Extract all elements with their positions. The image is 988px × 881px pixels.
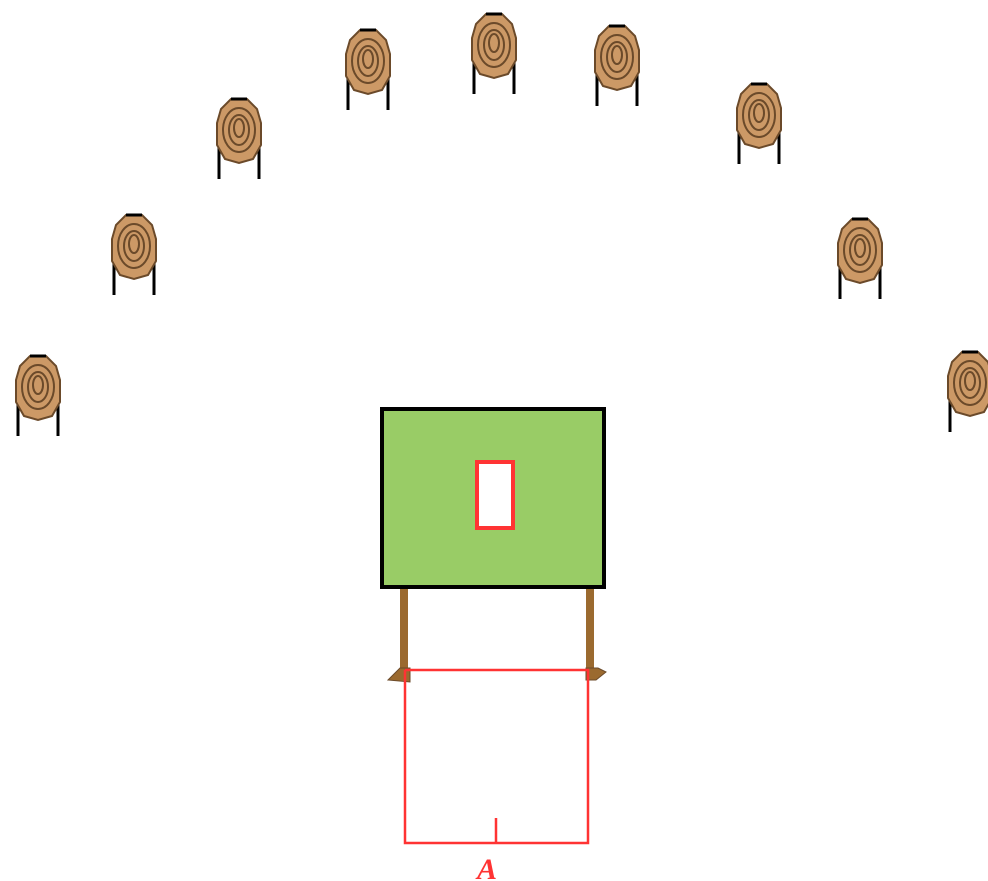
steel-target-9: [948, 352, 988, 432]
steel-target-5: [472, 14, 516, 94]
barricade-leg-left: [400, 588, 408, 672]
barricade-leg-right: [586, 588, 594, 672]
shooting-box: A: [405, 670, 588, 881]
shooting-box-outline: [405, 670, 588, 843]
steel-target-6: [595, 26, 639, 106]
steel-target-2: [112, 215, 156, 295]
steel-target-4: [346, 30, 390, 110]
steel-target-1: [16, 356, 60, 436]
steel-target-7: [737, 84, 781, 164]
dimension-label-a: A: [475, 853, 497, 881]
steel-target-8: [838, 219, 882, 299]
shooting-port: [477, 462, 513, 528]
barricade: [382, 409, 606, 682]
steel-target-3: [217, 99, 261, 179]
